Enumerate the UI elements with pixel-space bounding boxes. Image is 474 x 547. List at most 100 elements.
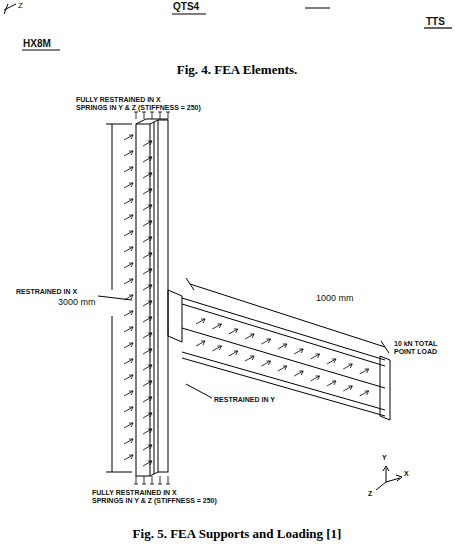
load-arrow [229,329,238,334]
load-arrow [150,301,152,305]
load-arrow [150,112,154,113]
load-arrow [343,364,352,369]
annotation-label: 3000 mm [58,298,96,308]
load-arrow [285,344,287,348]
load-arrow [131,199,133,203]
annotation-label: SPRINGS IN Y & Z (STIFFNESS = 250) [92,497,217,505]
load-arrow [367,391,369,395]
load-arrow [143,237,152,242]
annotation-label: RESTRAINED IN Y [214,396,275,404]
load-arrow [131,135,133,139]
load-arrow [143,333,152,338]
load-arrow [150,173,152,177]
underline [22,49,60,50]
annotation-label: TTS [426,16,445,27]
load-arrow [360,369,369,374]
load-arrow [124,151,133,156]
dimension-line [186,278,389,353]
load-arrow [124,407,133,412]
load-arrow [334,381,336,385]
leader-line [98,296,132,300]
load-arrow [229,351,238,356]
load-arrow [131,295,133,299]
load-arrow [268,339,270,343]
load-arrow [327,359,336,364]
load-arrow [143,349,152,354]
load-arrow [150,269,152,273]
load-arrow [134,484,138,485]
load-arrow [311,354,320,359]
load-arrow [268,361,270,365]
load-arrow [252,356,254,360]
load-arrow [327,381,336,386]
load-arrow [131,391,133,395]
load-arrow [150,157,152,161]
load-arrow [152,112,153,119]
load-arrow [142,484,146,485]
load-arrow [143,221,152,226]
load-arrow [131,263,133,267]
load-arrow [150,221,152,225]
load-arrow [131,151,133,155]
load-arrow [212,324,221,329]
load-arrow [219,346,221,350]
load-arrow [152,476,153,484]
load-arrow [131,343,133,347]
load-arrow [143,141,152,146]
load-arrow [142,112,146,113]
load-arrow [318,354,320,358]
load-arrow [334,359,336,363]
load-arrow [143,429,152,434]
load-arrow [150,349,152,353]
load-arrow [131,183,133,187]
load-arrow [131,375,133,379]
load-arrow [124,343,133,348]
load-arrow [168,112,169,119]
load-arrow [150,333,152,337]
element-edge [305,8,330,9]
load-arrow [318,376,320,380]
annotation-label: 1000 mm [316,294,354,304]
load-arrow [236,329,238,333]
load-arrow [136,476,137,484]
axis-triad [376,466,402,490]
load-arrow [343,386,352,391]
load-arrow [350,364,352,368]
load-arrow [150,141,152,145]
load-arrow [143,253,152,258]
load-arrow [143,301,152,306]
load-arrow [143,189,152,194]
annotation-label: 10 kN TOTAL POINT LOAD [394,340,448,355]
load-arrow [124,359,133,364]
load-arrow [278,344,287,349]
load-arrow [252,334,254,338]
load-arrow [131,407,133,411]
load-arrow [124,183,133,188]
load-arrow [245,334,254,339]
load-arrow [131,455,133,459]
load-arrow [124,167,133,172]
load-arrow [294,349,303,354]
load-arrow [124,279,133,284]
load-arrow [196,319,205,324]
load-arrow [350,386,352,390]
load-arrow [285,366,287,370]
load-arrow [367,369,369,373]
annotation-label: FULLY RESTRAINED IN X [76,96,161,104]
annotation-label: X [404,470,409,478]
annotation-label: Z [18,2,23,11]
load-arrow [261,361,270,366]
load-arrow [143,285,152,290]
load-arrow [143,205,152,210]
load-arrow [219,324,221,328]
load-arrow [212,346,221,351]
load-arrow [131,247,133,251]
load-arrow [150,429,152,433]
load-arrow [134,112,138,113]
leader-line [186,384,212,398]
load-arrow [144,112,145,119]
load-arrow [143,173,152,178]
load-arrow [150,205,152,209]
load-arrow [150,237,152,241]
load-arrow [124,135,133,140]
